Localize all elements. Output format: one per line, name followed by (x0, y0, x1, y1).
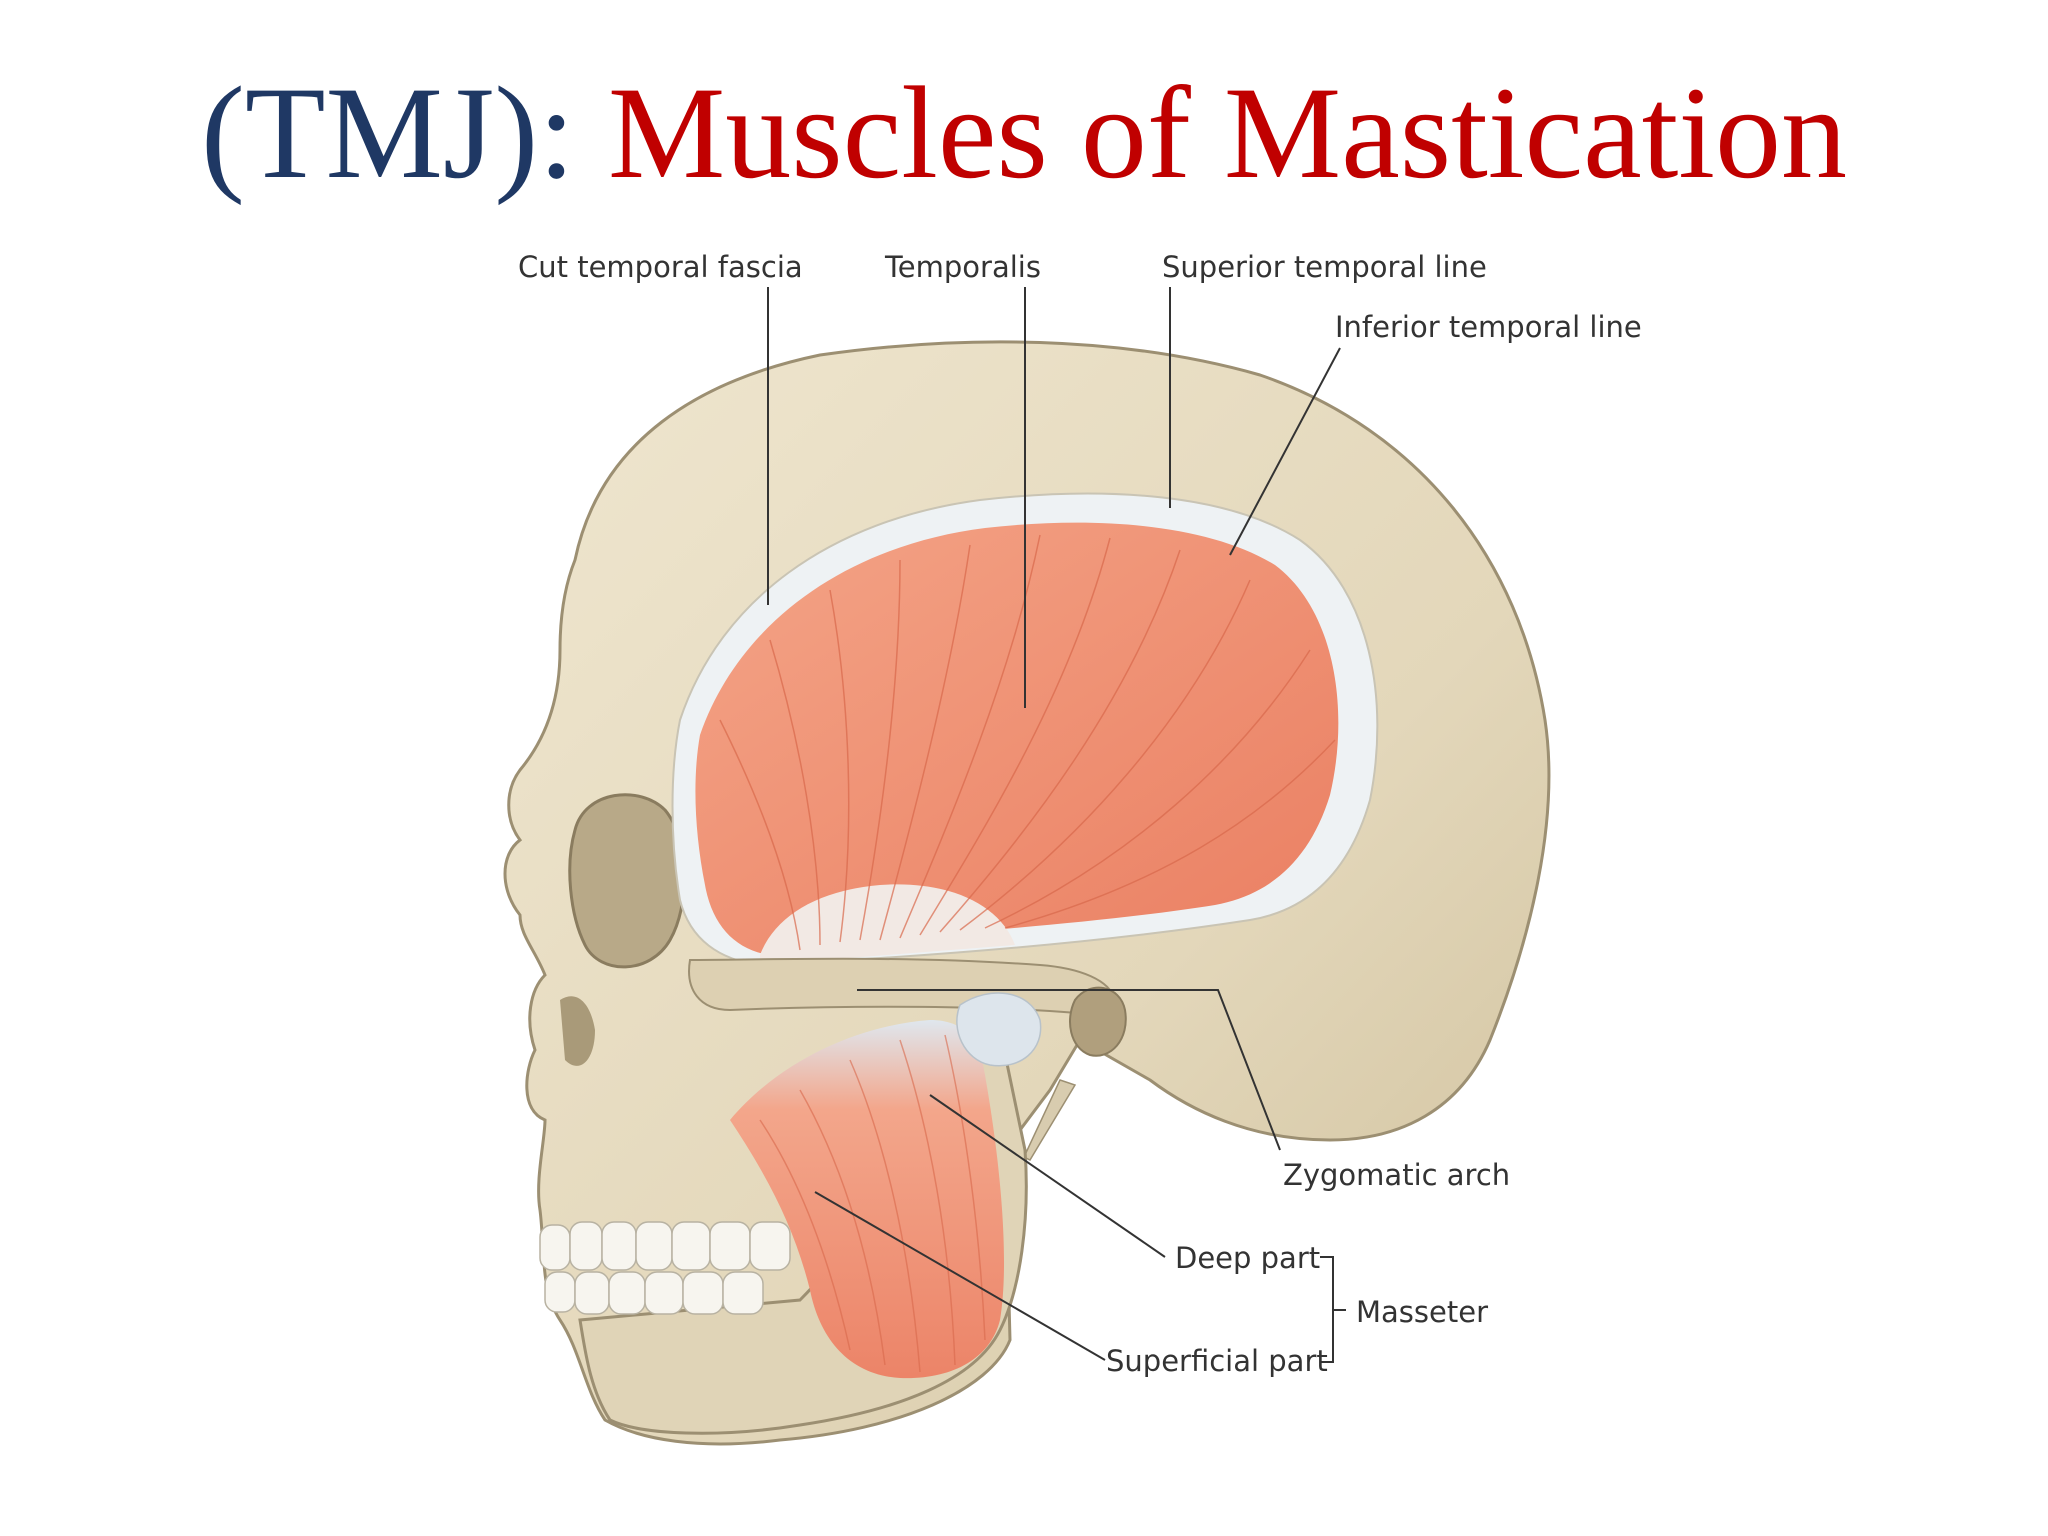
label-superficial-part: Superficial part (1106, 1344, 1328, 1378)
label-temporalis: Temporalis (885, 250, 1041, 284)
label-cut-temporal-fascia: Cut temporal fascia (518, 250, 803, 284)
leader-superficial-part (814, 1191, 1106, 1361)
teeth (539, 1221, 791, 1315)
temporalis-tendon (760, 884, 1015, 965)
leader-lines (767, 287, 1346, 1363)
label-inferior-temporal-line: Inferior temporal line (1335, 310, 1642, 344)
slide-title: (TMJ): Muscles of Mastication (0, 58, 2048, 208)
acoustic-meatus (1069, 986, 1127, 1057)
orbit (568, 793, 686, 969)
temporalis-muscle (695, 522, 1339, 955)
nasal-cavity (560, 996, 595, 1066)
masseter-fibres (759, 1034, 986, 1373)
leader-zygomatic-arch (857, 989, 1281, 1151)
label-zygomatic-arch: Zygomatic arch (1283, 1158, 1511, 1192)
leader-inferior-temporal-line (1229, 347, 1341, 556)
leader-deep-part (929, 1094, 1166, 1258)
temporalis-fibres (719, 534, 1336, 951)
zygomatic-arch (688, 957, 1117, 1017)
label-deep-part: Deep part (1175, 1241, 1321, 1275)
masseter-muscle (730, 1020, 1005, 1379)
title-main: Muscles of Mastication (607, 59, 1848, 206)
title-prefix: (TMJ): (200, 59, 608, 206)
styloid-process (1023, 1079, 1077, 1161)
label-masseter: Masseter (1356, 1295, 1488, 1329)
label-superior-temporal-line: Superior temporal line (1162, 250, 1487, 284)
joint-capsule (956, 992, 1042, 1067)
